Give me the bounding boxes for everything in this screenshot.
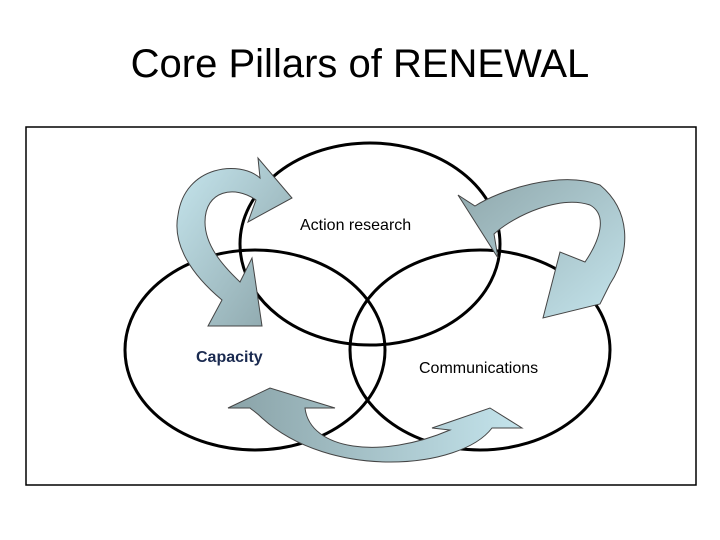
arrow-left-curved [176, 156, 293, 327]
arrow-bottom-curved [227, 387, 524, 463]
circle-communications [348, 248, 612, 452]
label-action-research: Action research [300, 217, 412, 234]
slide-title: Core Pillars of RENEWAL [130, 42, 590, 86]
label-capacity: Capacity [196, 349, 263, 366]
circle-action-research [238, 141, 502, 347]
circle-capacity [123, 248, 387, 452]
arrow-right-curved [457, 179, 626, 319]
label-communications: Communications [419, 360, 539, 377]
